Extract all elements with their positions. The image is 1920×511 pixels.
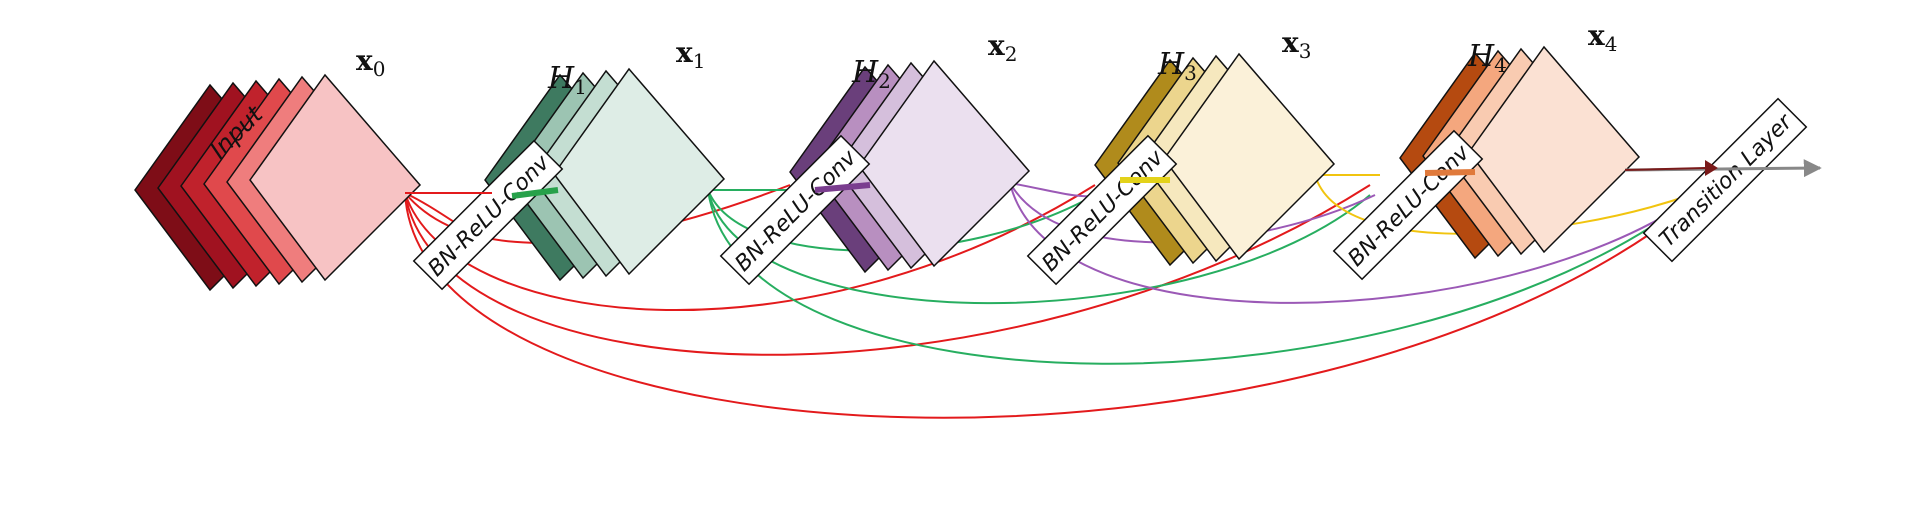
feature-map-sheet — [1468, 45, 1641, 254]
layer-name-h3: H3 — [1157, 47, 1197, 85]
feature-label-x0: x0 — [356, 44, 385, 81]
feature-map-sheet — [553, 67, 726, 276]
layer-input-arrows — [405, 169, 1476, 199]
feature-label-x1: x1 — [676, 36, 705, 73]
layer-names: H1 H2 H3 H4 — [547, 39, 1507, 99]
feature-label-x2: x2 — [988, 29, 1017, 66]
transition-layer-label: Transition Layer — [1655, 109, 1799, 253]
arrow-x4-h4 — [1424, 169, 1476, 176]
feature-map-sheet — [1163, 52, 1336, 261]
arrow-head-transition — [1705, 160, 1718, 176]
layer-name-h2: H2 — [851, 55, 891, 93]
feature-map-labels: x0 x1 x2 x3 x4 — [356, 19, 1617, 81]
feature-map-sheet — [249, 73, 422, 282]
feature-map-stack-x2 — [789, 59, 1031, 274]
feature-map-sheet — [858, 59, 1031, 268]
feature-map-stack-x1 — [484, 67, 726, 282]
transition-input-arrow — [1624, 167, 1706, 171]
connection-x0-to-transition — [404, 192, 1691, 419]
transition-layer-box: Transition Layer — [1642, 97, 1808, 263]
feature-label-x3: x3 — [1282, 26, 1311, 63]
arrow-x1-h1 — [511, 187, 559, 199]
arrow-x2-h2 — [814, 182, 871, 193]
feature-label-x4: x4 — [1588, 19, 1617, 56]
layer-name-h4: H4 — [1467, 39, 1507, 77]
layer-name-h1: H1 — [547, 61, 587, 99]
feature-map-stack-x4 — [1399, 45, 1641, 260]
feature-map-stack-x0 — [134, 73, 422, 292]
feature-map-stack-x3 — [1094, 52, 1336, 267]
connection-x1-to-transition — [707, 189, 1691, 365]
